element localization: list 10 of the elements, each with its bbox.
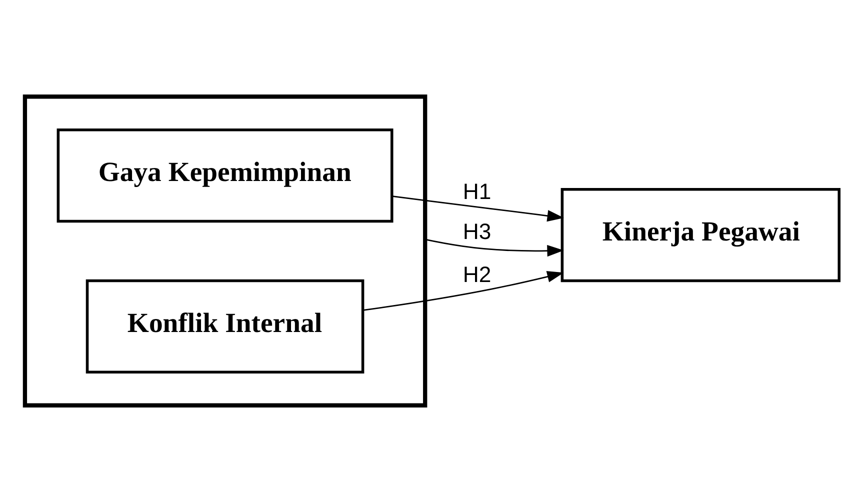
arrow [392, 195, 564, 222]
arrow [424, 238, 564, 256]
edge-label: H2 [462, 261, 492, 286]
node-box: Konflik Internal [86, 278, 364, 374]
arrow [363, 270, 564, 310]
edge-label: H3 [462, 218, 492, 244]
node-box: Gaya Kepemimpinan [56, 128, 394, 222]
edge-label: H1 [462, 178, 492, 204]
node-box: Kinerja Pegawai [560, 188, 840, 282]
cluster [22, 94, 428, 407]
